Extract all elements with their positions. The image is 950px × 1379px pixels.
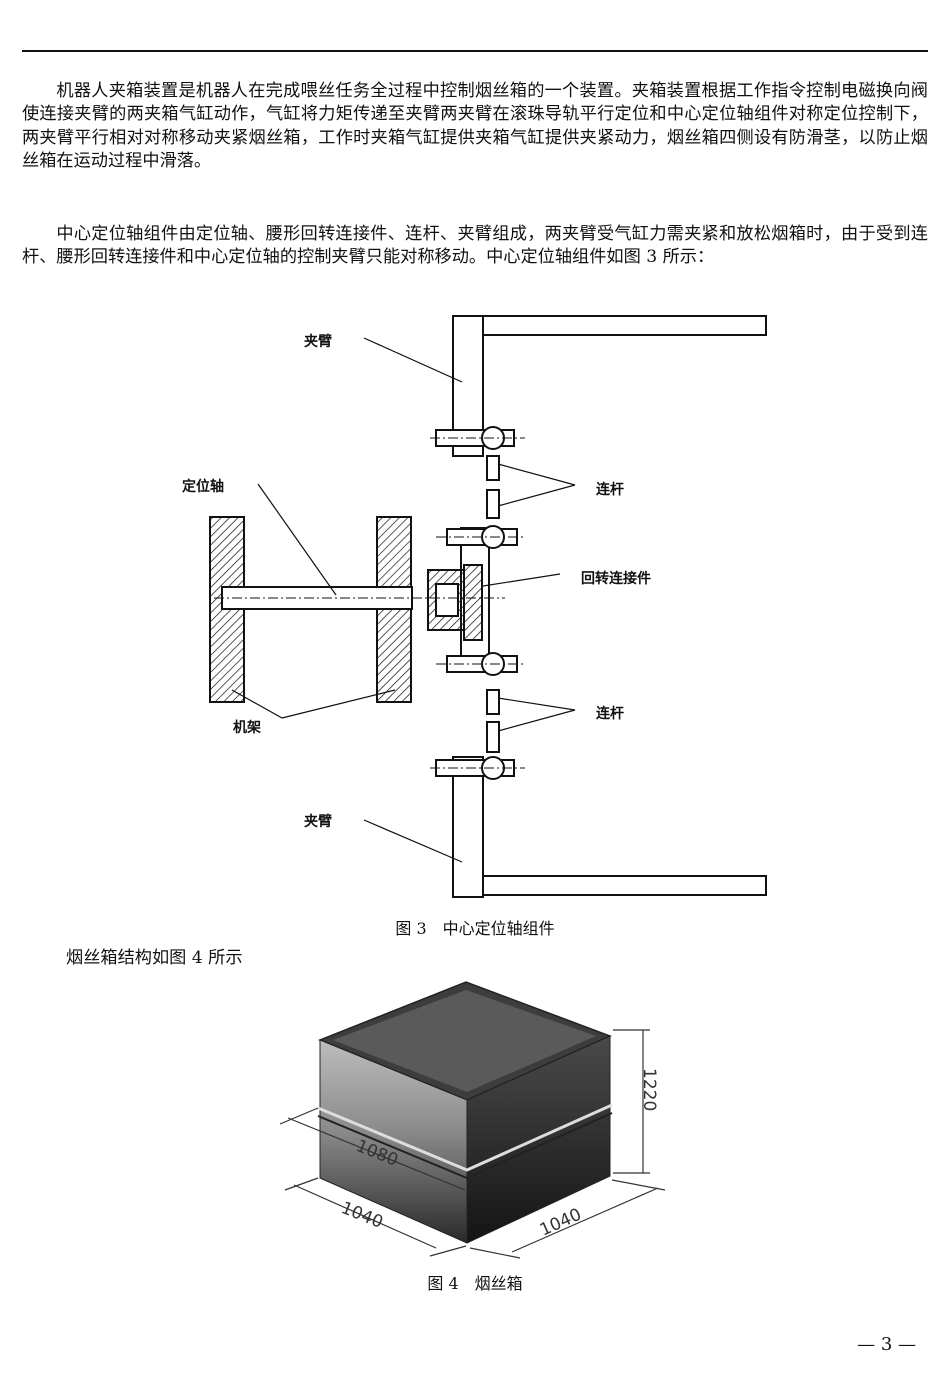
link-bottom-lower <box>486 721 500 753</box>
clamp-arm-top-horizontal <box>482 315 767 336</box>
figure-3-caption: 图 3 中心定位轴组件 <box>395 919 555 938</box>
label-rotary-connector: 回转连接件 <box>581 570 651 587</box>
figure-3-diagram: 夹臂 定位轴 连杆 回转连接件 机架 连杆 夹臂 <box>182 315 767 898</box>
figure-4-intro-text: 烟丝箱结构如图 4 所示 <box>66 948 243 968</box>
label-clamp-arm-top: 夹臂 <box>304 333 332 350</box>
pivot-top-2 <box>446 525 518 549</box>
label-locating-shaft: 定位轴 <box>182 478 224 495</box>
dim-height: 1220 <box>639 1068 659 1111</box>
link-bottom-upper <box>486 689 500 715</box>
clamp-arm-bottom-horizontal <box>482 875 767 896</box>
link-top-upper <box>486 455 500 481</box>
link-top-lower <box>486 489 500 519</box>
paragraph-intro: 机器人夹箱装置是机器人在完成喂丝任务全过程中控制烟丝箱的一个装置。夹箱装置根据工… <box>22 81 928 172</box>
label-clamp-arm-bottom: 夹臂 <box>304 813 332 830</box>
rotary-connector <box>463 564 483 641</box>
page-number: — 3 — <box>857 1334 916 1355</box>
figure-4-tobacco-box: 1220 1080 1040 1040 <box>279 981 666 1259</box>
paragraph-center-shaft: 中心定位轴组件由定位轴、腰形回转连接件、连杆、夹臂组成，两夹臂受气缸力需夹紧和放… <box>22 224 928 268</box>
label-frame: 机架 <box>233 719 261 736</box>
clamp-arm-bottom <box>452 756 484 898</box>
label-link-bottom: 连杆 <box>596 705 624 722</box>
label-link-top: 连杆 <box>596 481 624 498</box>
figure-4-caption: 图 4 烟丝箱 <box>427 1274 523 1293</box>
dim-right-width: 1040 <box>537 1205 585 1241</box>
header-rule <box>22 50 928 52</box>
